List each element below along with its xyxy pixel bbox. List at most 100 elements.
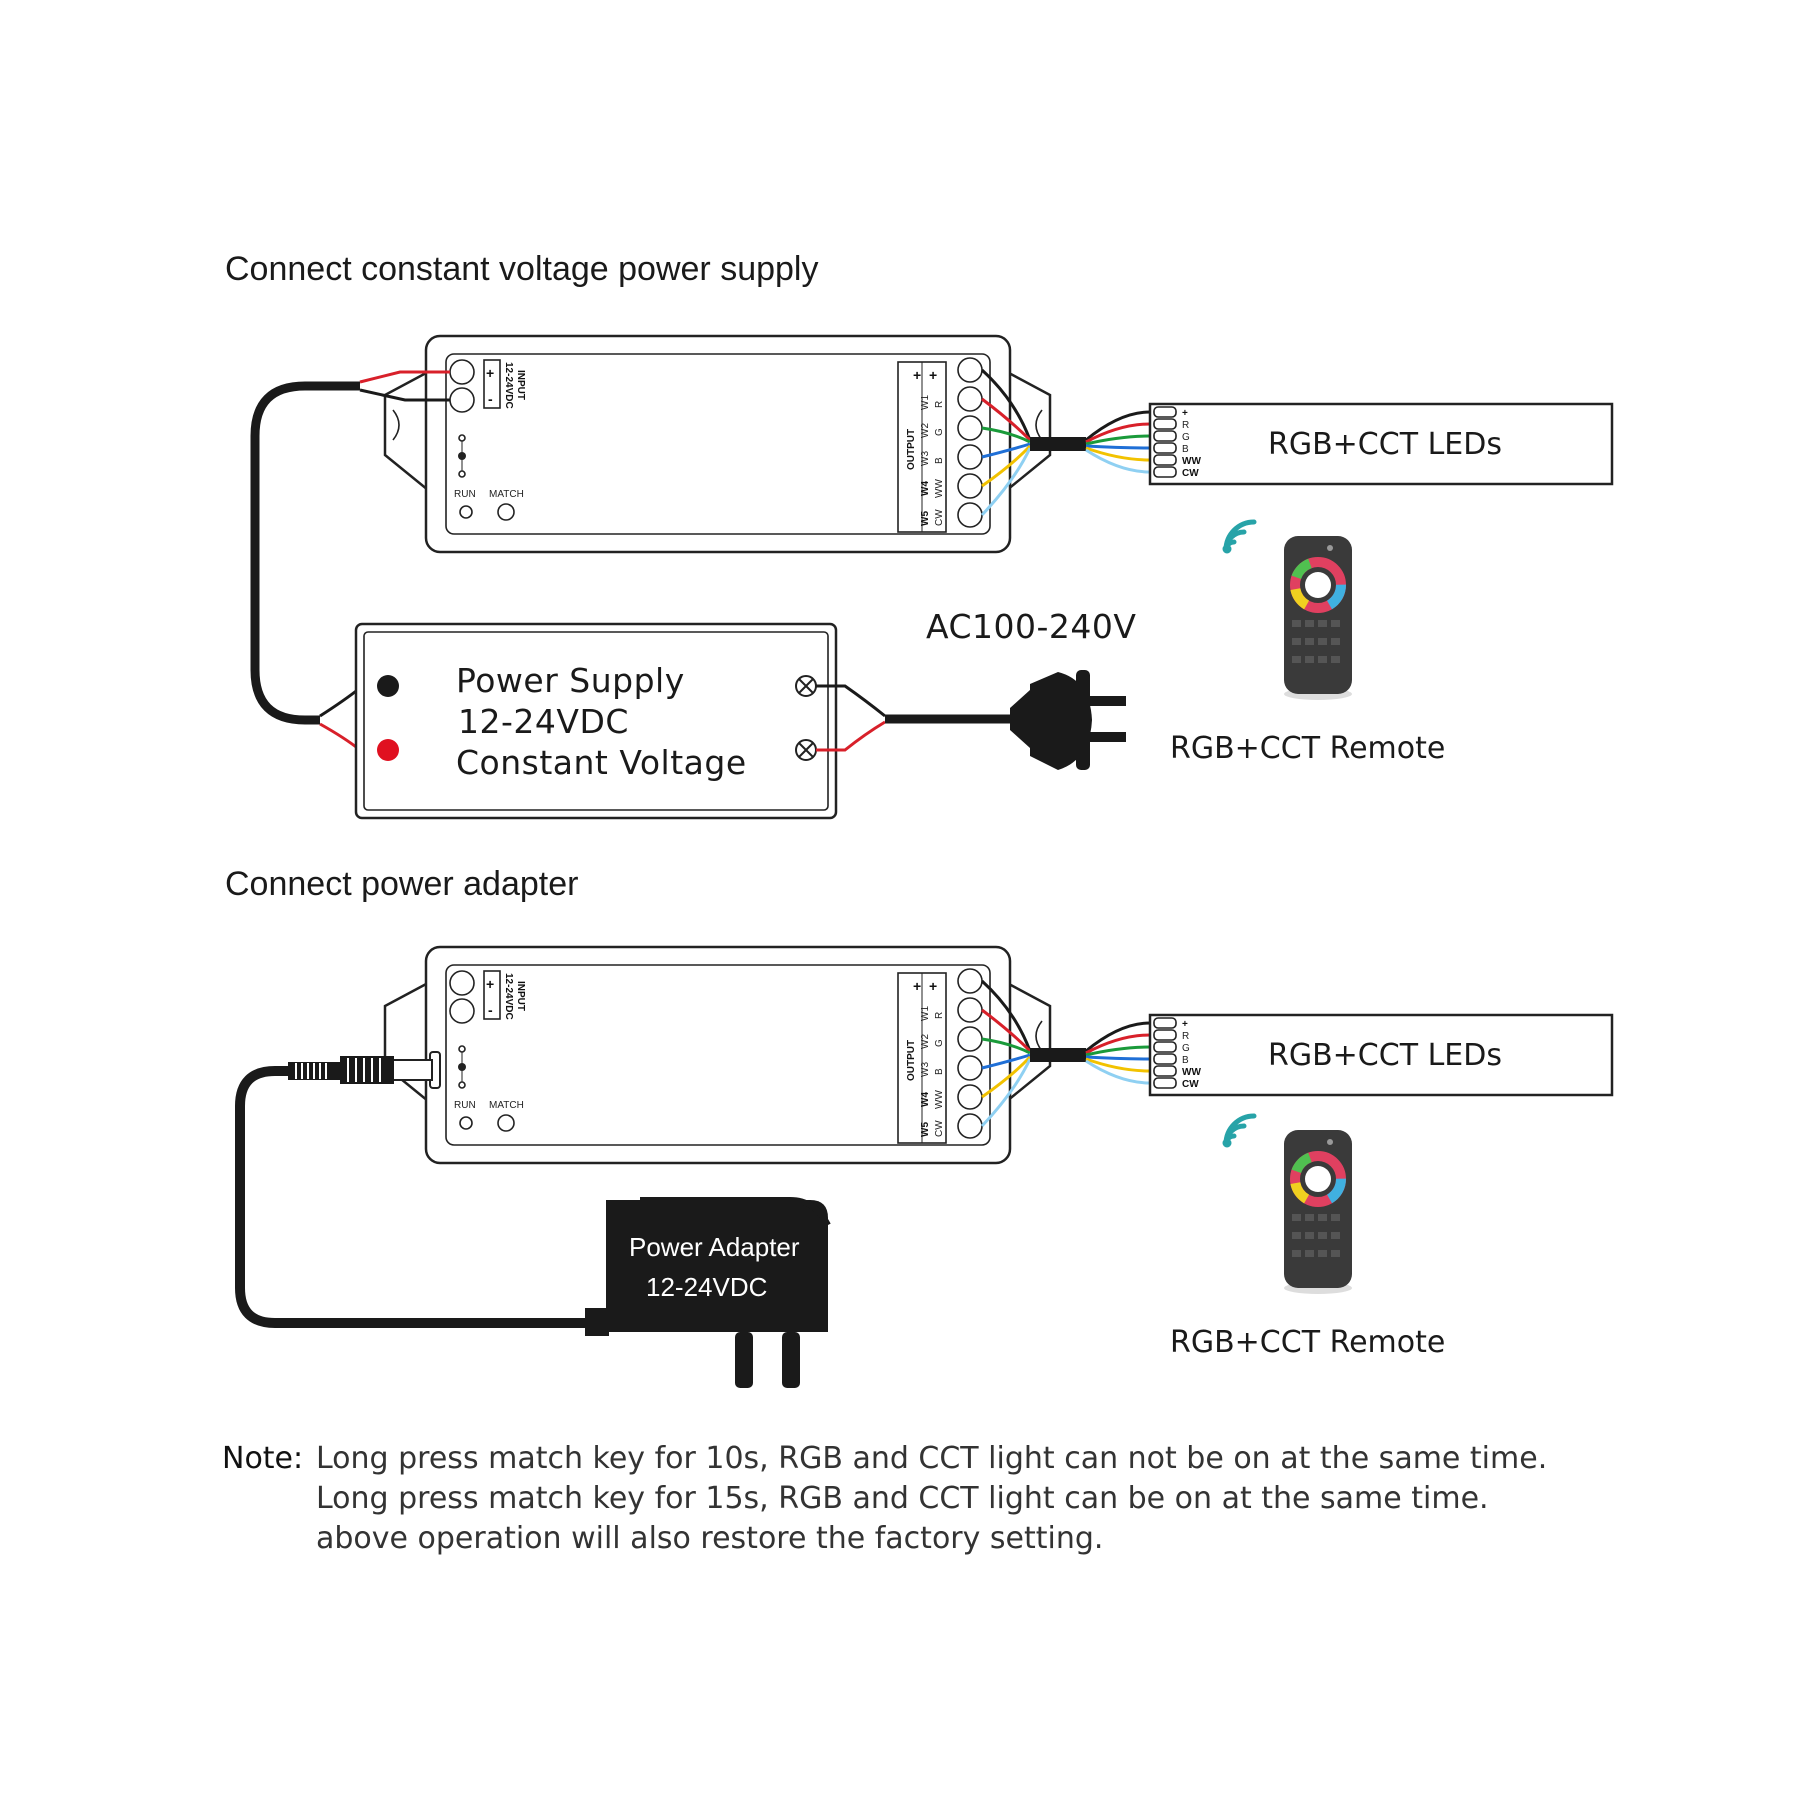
svg-text:+: + — [1182, 1019, 1188, 1030]
ac-cable — [816, 684, 1010, 752]
svg-text:W4: W4 — [920, 481, 931, 496]
w-column: W1 W2 W3 W4 W5 — [920, 1006, 931, 1137]
controller-body — [424, 334, 1012, 554]
run-indicator — [459, 505, 473, 519]
input-terminal-minus — [449, 998, 475, 1024]
svg-text:+: + — [913, 367, 921, 383]
svg-text:G: G — [934, 428, 945, 436]
section-power-adapter: Connect power adapter + - INPUT 12-24VDC… — [225, 865, 1614, 1388]
led-pads — [1153, 406, 1177, 478]
svg-text:CW: CW — [934, 1120, 945, 1137]
mounting-tab-right — [1005, 369, 1052, 493]
svg-text:R: R — [934, 401, 945, 408]
input-title: INPUT — [515, 370, 526, 400]
mounting-tab-right — [1005, 980, 1052, 1104]
run-indicator — [459, 1116, 473, 1130]
svg-text:+: + — [929, 978, 937, 994]
svg-text:R: R — [934, 1012, 945, 1019]
led-pads — [1153, 1017, 1177, 1089]
ac-terminal-top — [795, 675, 817, 697]
input-plus-label: + — [486, 365, 494, 381]
match-button[interactable] — [497, 503, 515, 521]
section-constant-voltage: Connect constant voltage power supply + … — [225, 250, 1614, 820]
remote-control-icon — [1284, 1130, 1352, 1294]
svg-text:W5: W5 — [920, 1122, 931, 1137]
svg-text:W5: W5 — [920, 511, 931, 526]
match-button[interactable] — [497, 1114, 515, 1132]
svg-text:CW: CW — [1182, 468, 1199, 479]
w-column: W1 W2 W3 W4 W5 — [920, 395, 931, 526]
controller-unit: + - INPUT 12-24VDC RUN MATCH OUTPUT + + … — [383, 945, 1052, 1165]
input-minus-label: - — [488, 391, 493, 407]
note-block: Note: Long press match key for 10s, RGB … — [222, 1441, 1547, 1556]
svg-text:+: + — [1182, 408, 1188, 419]
mounting-tab-left — [383, 369, 430, 493]
psu-line-1: Power Supply — [456, 661, 685, 700]
input-voltage: 12-24VDC — [503, 973, 514, 1020]
led-pin-labels: + R G B WW CW — [1182, 1019, 1201, 1090]
svg-text:B: B — [934, 457, 945, 464]
note-label: Note: — [222, 1441, 303, 1476]
dc-adapter-cable — [235, 1066, 585, 1328]
led-pin-labels: + R G B WW CW — [1182, 408, 1201, 479]
svg-text:W1: W1 — [920, 1006, 931, 1021]
input-plus-label: + — [486, 976, 494, 992]
svg-text:R: R — [1182, 420, 1189, 431]
svg-text:W3: W3 — [920, 1062, 931, 1077]
input-title: INPUT — [515, 981, 526, 1011]
svg-text:B: B — [1182, 1055, 1189, 1066]
svg-text:WW: WW — [934, 479, 945, 498]
psu-negative-terminal — [377, 675, 399, 697]
note-line-2: Long press match key for 15s, RGB and CC… — [316, 1481, 1489, 1516]
power-supply: Power Supply 12-24VDC Constant Voltage — [354, 622, 838, 820]
svg-text:W1: W1 — [920, 395, 931, 410]
input-voltage: 12-24VDC — [503, 362, 514, 409]
svg-text:W4: W4 — [920, 1092, 931, 1107]
svg-text:G: G — [934, 1039, 945, 1047]
match-label: MATCH — [489, 1100, 524, 1111]
output-wire-bundle — [980, 368, 1151, 517]
section-title: Connect power adapter — [225, 865, 578, 903]
input-minus-label: - — [488, 1002, 493, 1018]
svg-text:R: R — [1182, 1031, 1189, 1042]
remote-label: RGB+CCT Remote — [1170, 1325, 1445, 1360]
input-terminal-plus — [449, 970, 475, 996]
output-title: OUTPUT — [906, 1040, 917, 1081]
svg-text:CW: CW — [1182, 1079, 1199, 1090]
led-strip-label: RGB+CCT LEDs — [1268, 427, 1502, 462]
svg-text:W2: W2 — [920, 423, 931, 438]
svg-text:CW: CW — [934, 509, 945, 526]
svg-text:WW: WW — [1182, 1067, 1201, 1078]
ac-voltage-label: AC100-240V — [926, 607, 1137, 646]
adapter-line-2: 12-24VDC — [646, 1272, 767, 1302]
power-adapter: Power Adapter 12-24VDC — [585, 1197, 831, 1388]
led-strip: + R G B WW CW RGB+CCT LEDs — [1148, 402, 1614, 486]
svg-text:G: G — [1182, 432, 1190, 443]
run-label: RUN — [454, 489, 476, 500]
psu-line-3: Constant Voltage — [456, 743, 747, 782]
led-strip: + R G B WW CW RGB+CCT LEDs — [1148, 1013, 1614, 1097]
note-line-3: above operation will also restore the fa… — [316, 1521, 1103, 1556]
psu-line-2: 12-24VDC — [458, 702, 629, 741]
svg-text:+: + — [913, 978, 921, 994]
remote-control-icon — [1284, 536, 1352, 700]
ac-terminal-bottom — [795, 739, 817, 761]
svg-text:G: G — [1182, 1043, 1190, 1054]
psu-positive-terminal — [377, 739, 399, 761]
wifi-signal-icon — [1222, 1113, 1257, 1148]
led-strip-label: RGB+CCT LEDs — [1268, 1038, 1502, 1073]
svg-text:W3: W3 — [920, 451, 931, 466]
match-label: MATCH — [489, 489, 524, 500]
adapter-line-1: Power Adapter — [629, 1232, 800, 1262]
svg-text:WW: WW — [1182, 456, 1201, 467]
remote-label: RGB+CCT Remote — [1170, 731, 1445, 766]
output-wire-bundle — [980, 979, 1151, 1128]
svg-text:+: + — [929, 367, 937, 383]
output-title: OUTPUT — [906, 429, 917, 470]
controller-unit: + - INPUT 12-24VDC RUN MATCH OUTPUT + + … — [383, 334, 1052, 554]
wifi-signal-icon — [1222, 519, 1257, 554]
section-title: Connect constant voltage power supply — [225, 250, 818, 288]
svg-text:W2: W2 — [920, 1034, 931, 1049]
dc-barrel-jack-icon — [288, 1051, 441, 1089]
controller-body — [424, 945, 1012, 1165]
